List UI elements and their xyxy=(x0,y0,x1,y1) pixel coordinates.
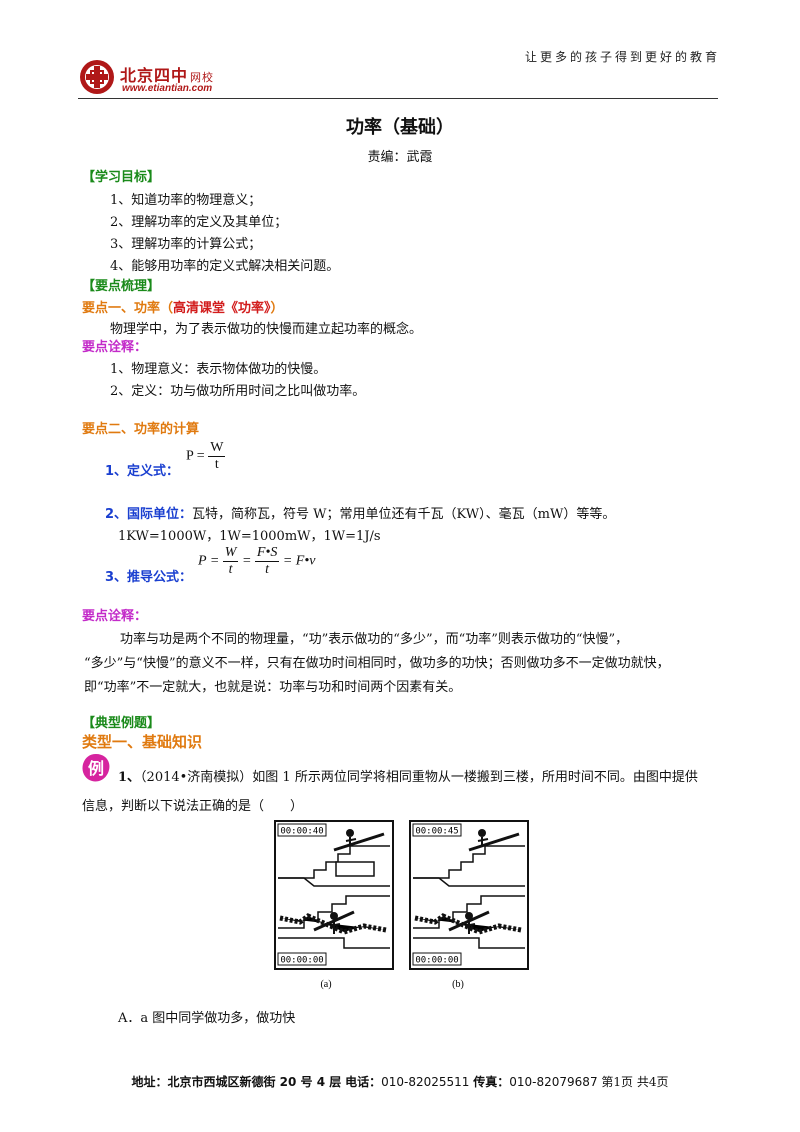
header-divider xyxy=(78,98,718,99)
unit-label: 2、国际单位： xyxy=(105,507,193,522)
explain2-heading: 要点诠释： xyxy=(82,609,148,624)
question1-line1: 1、（2014•济南模拟）如图 1 所示两位同学将相同重物从一楼搬到三楼，所用时… xyxy=(118,770,698,785)
svg-text:00:00:40: 00:00:40 xyxy=(280,827,323,837)
point1-title: 要点一、功率（高清课堂《功率》） xyxy=(82,301,284,316)
point1-text: 物理学中，为了表示做功的快慢而建立起功率的概念。 xyxy=(110,322,423,337)
page-footer: 地址：北京市西城区新德街 20 号 4 层 电话：010-82025511 传真… xyxy=(131,1075,669,1089)
header-slogan: 让更多的孩子得到更好的教育 xyxy=(524,50,720,64)
point2-title: 要点二、功率的计算 xyxy=(82,422,200,437)
explain2-line: “多少”与“快慢”的意义不一样，只有在做功时间相同时，做功多的功快；否则做功多不… xyxy=(84,656,670,671)
unit-row: 2、国际单位：瓦特，简称瓦，符号 W；常用单位还有千瓦（KW）、毫瓦（mW）等等… xyxy=(105,503,615,522)
examples-heading: 【典型例题】 xyxy=(82,716,161,731)
question1-line2: 信息，判断以下说法正确的是（ ） xyxy=(82,799,304,814)
stairs-figure: 00:00:40 00:00:00 00:00:45 00:00:00 (a) xyxy=(274,820,529,990)
goal-item: 3、理解功率的计算公式； xyxy=(110,237,262,252)
logo-text: 北京四中网校 xyxy=(120,66,215,85)
explain-heading: 要点诠释： xyxy=(82,340,148,355)
svg-text:00:00:00: 00:00:00 xyxy=(415,956,458,966)
logo-url[interactable]: www.etiantian.com xyxy=(122,83,213,94)
type1-heading: 类型一、基础知识 xyxy=(82,733,203,751)
figure-panel-a: 00:00:40 00:00:00 xyxy=(274,820,394,970)
figure-label-b: (b) xyxy=(452,979,464,990)
goal-item: 4、能够用功率的定义式解决相关问题。 xyxy=(110,259,340,274)
option-a: A．a 图中同学做功多，做功快 xyxy=(118,1011,296,1026)
svg-text:例: 例 xyxy=(88,759,104,778)
unit-text: 瓦特，简称瓦，符号 W；常用单位还有千瓦（KW）、毫瓦（mW）等等。 xyxy=(192,507,616,522)
points-heading: 【要点梳理】 xyxy=(82,279,161,294)
explain-item: 2、定义：功与做功所用时间之比叫做功率。 xyxy=(110,384,366,399)
page-number: 第1页 共4页 xyxy=(601,1075,669,1089)
explain2-line: 功率与功是两个不同的物理量，“功”表示做功的“多少”，而“功率”则表示做功的“快… xyxy=(120,632,629,647)
explain-item: 1、物理意义：表示物体做功的快慢。 xyxy=(110,362,327,377)
unit-conversion: 1KW=1000W，1W=1000mW，1W=1J/s xyxy=(118,529,381,544)
figure-panel-b: 00:00:45 00:00:00 xyxy=(409,820,529,970)
site-logo[interactable]: 北京四中网校 www.etiantian.com xyxy=(78,58,248,102)
example-badge-icon: 例 xyxy=(82,754,110,782)
goals-heading: 【学习目标】 xyxy=(82,170,161,185)
editor-credit: 责编：武霞 xyxy=(367,150,433,165)
svg-text:00:00:00: 00:00:00 xyxy=(280,956,323,966)
definition-label: 1、定义式： xyxy=(105,464,180,479)
figure-label-a: (a) xyxy=(320,979,331,990)
goal-item: 2、理解功率的定义及其单位； xyxy=(110,215,288,230)
svg-text:00:00:45: 00:00:45 xyxy=(415,827,458,837)
goal-item: 1、知道功率的物理意义； xyxy=(110,193,262,208)
derive-label: 3、推导公式： xyxy=(105,570,193,585)
page-title: 功率（基础） xyxy=(346,117,454,138)
explain2-line: 即“功率”不一定就大，也就是说：功率与功和时间两个因素有关。 xyxy=(84,680,462,695)
point1-video-link[interactable]: 高清课堂《功率》 xyxy=(173,301,271,316)
logo-emblem-icon xyxy=(80,60,114,94)
